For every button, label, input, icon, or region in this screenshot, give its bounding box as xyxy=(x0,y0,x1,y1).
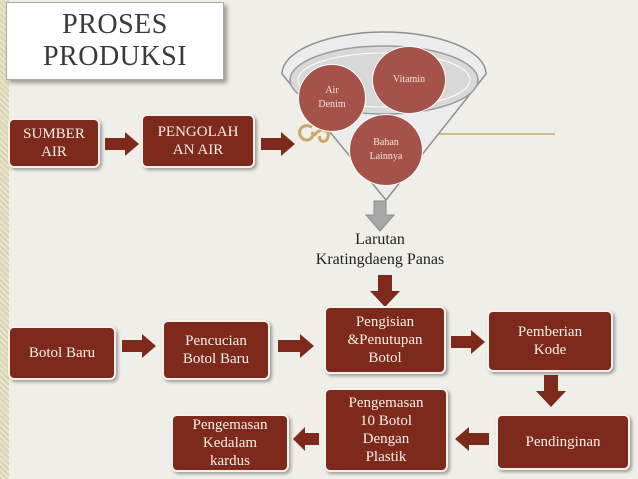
node-pencucian: Pencucian Botol Baru xyxy=(162,320,270,380)
node-pengemasan-plastik: Pengemasan 10 Botol Dengan Plastik xyxy=(324,388,448,472)
node-pendinginan: Pendinginan xyxy=(496,414,630,470)
arrow-larutan-to-pengisian xyxy=(370,275,400,307)
arrow-pengolahan-to-funnel xyxy=(261,132,295,156)
arrow-plastik-to-kardus xyxy=(293,427,319,451)
arrow-pemberian-to-pendinginan xyxy=(536,375,566,407)
larutan-label: Larutan Kratingdaeng Panas xyxy=(315,231,445,268)
arrow-pengisian-to-pemberian xyxy=(451,330,485,354)
node-pemberian-kode: Pemberian Kode xyxy=(487,310,613,372)
funnel-item-vitamin: Vitamin xyxy=(372,46,446,114)
funnel-output-arrow xyxy=(365,200,395,232)
swirl-ornament-icon xyxy=(298,124,330,143)
funnel-item-air-denim-label: Air Denim xyxy=(318,85,346,110)
title-line-1: PROSES xyxy=(62,9,168,40)
node-pengemasan-kardus: Pengemasan Kedalam kardus xyxy=(171,414,289,472)
left-decorative-stripe xyxy=(0,0,9,479)
node-pengolahan-air: PENGOLAH AN AIR xyxy=(141,114,255,168)
funnel-item-air-denim: Air Denim xyxy=(298,64,366,132)
arrow-pencucian-to-pengisian xyxy=(278,334,314,358)
arrow-sumber-to-pengolahan xyxy=(105,132,139,156)
arrow-botol-to-pencucian xyxy=(122,334,156,358)
node-sumber-air: SUMBER AIR xyxy=(8,118,100,168)
title-line-2: PRODUKSI xyxy=(42,41,188,72)
node-pengisian: Pengisian &Penutupan Botol xyxy=(324,306,446,374)
title-box: PROSES PRODUKSI xyxy=(6,2,224,80)
funnel-item-bahan-lainnya-label: Bahan Lainnya xyxy=(369,137,403,162)
funnel-item-vitamin-label: Vitamin xyxy=(392,74,426,85)
arrow-pendinginan-to-plastik xyxy=(455,427,489,451)
node-botol-baru: Botol Baru xyxy=(8,326,116,380)
funnel-item-bahan-lainnya: Bahan Lainnya xyxy=(349,114,423,186)
